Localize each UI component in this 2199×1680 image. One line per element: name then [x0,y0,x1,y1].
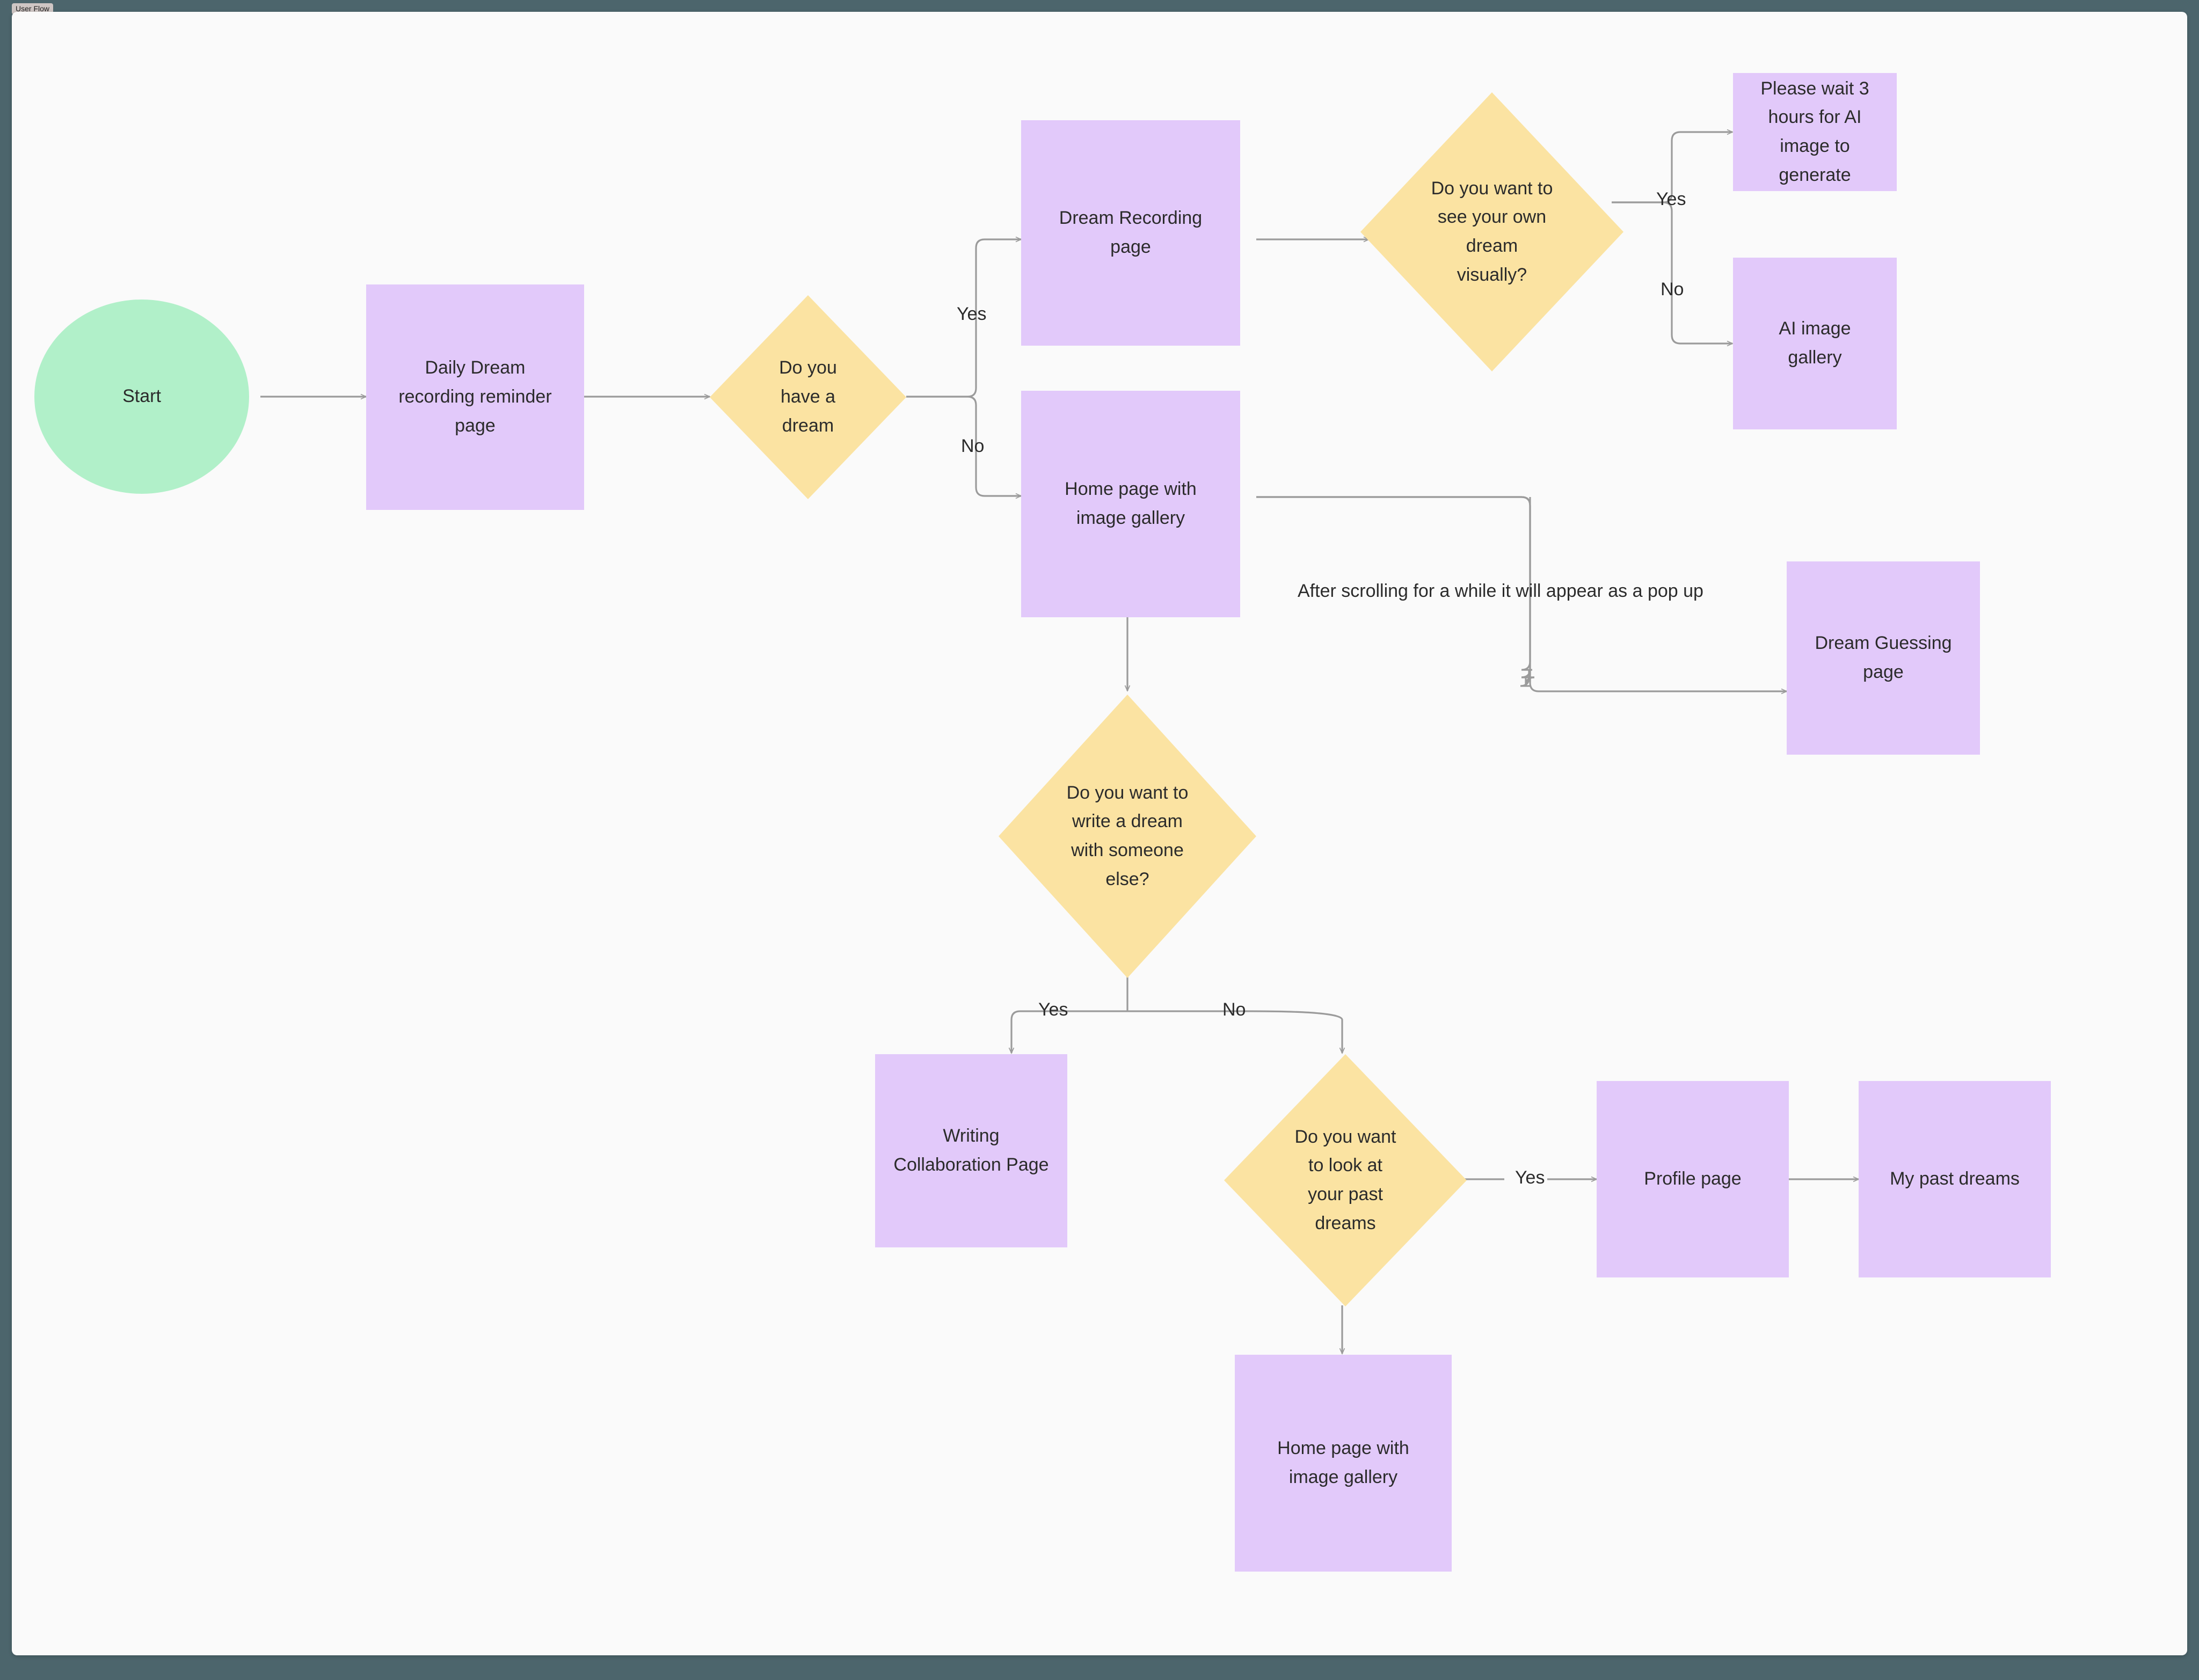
node-dream-recording-page-label: Dream Recording page [1059,208,1203,257]
edge-label-yes-write-someone: Yes [1038,999,1068,1020]
node-daily-dream-reminder[interactable]: Daily Dream recording reminder page [366,284,584,510]
edge-label-yes-past-dreams: Yes [1515,1167,1545,1188]
edge-label-popup-annotation: After scrolling for a while it will appe… [1298,581,1703,601]
node-profile-page[interactable]: Profile page [1597,1081,1789,1277]
node-home-page-gallery-top[interactable]: Home page with image gallery [1021,391,1240,617]
edge-havedream-home1 [906,396,1021,496]
edge-havedream-dreamrec [906,239,1021,398]
edge-label-yes-have-dream: Yes [957,304,987,324]
edge-label-no-have-dream: No [961,436,985,456]
node-have-dream-label: Do you have a dream [779,357,837,436]
tab-user-flow[interactable]: User Flow [12,3,54,14]
node-home-page-gallery-top-label: Home page with image gallery [1065,479,1197,528]
node-dream-guessing-page[interactable]: Dream Guessing page [1787,561,1980,755]
connector-layer [260,12,2187,1655]
node-please-wait-3-hours[interactable]: Please wait 3 hours for AI image to gene… [1733,73,1897,191]
node-writing-collaboration-page-label: Writing Collaboration Page [893,1126,1049,1175]
node-write-with-someone-label: Do you want to write a dream with someon… [1066,782,1189,889]
node-daily-dream-reminder-label: Daily Dream recording reminder page [398,357,552,436]
node-writing-collaboration-page[interactable]: Writing Collaboration Page [875,1054,1067,1247]
node-home-page-gallery-bottom[interactable]: Home page with image gallery [1235,1355,1452,1572]
node-dream-recording-page[interactable]: Dream Recording page [1021,120,1240,346]
edge-label-yes-see-visually: Yes [1656,189,1686,209]
edge-seevisually-aigallery [1612,201,1732,344]
edge-label-no-write-someone: No [1222,999,1246,1020]
node-look-past-dreams-label: Do you want to look at your past dreams [1294,1126,1396,1233]
edge-writesomeone-no-down [1251,1010,1342,1053]
flowchart-canvas[interactable]: Start Daily Dream recording reminder pag… [12,12,2187,1655]
node-my-past-dreams[interactable]: My past dreams [1859,1081,2051,1277]
node-start[interactable]: Start [34,300,249,494]
node-please-wait-3-hours-label: Please wait 3 hours for AI image to gene… [1760,78,1869,185]
edge-seevisually-wait3 [1612,132,1732,203]
edge-home1-guess-final [1529,669,1787,691]
node-dream-guessing-page-label: Dream Guessing page [1815,633,1952,682]
node-profile-page-label: Profile page [1644,1168,1742,1189]
node-ai-image-gallery-label: AI image gallery [1779,318,1851,368]
node-home-page-gallery-bottom-label: Home page with image gallery [1277,1438,1409,1487]
node-start-label: Start [122,386,161,407]
node-see-dream-visually-label: Do you want to see your own dream visual… [1431,178,1553,285]
node-ai-image-gallery[interactable]: AI image gallery [1733,258,1897,429]
edge-label-no-see-visually: No [1661,279,1684,300]
node-my-past-dreams-label: My past dreams [1890,1168,2020,1189]
edge-writesomeone-yes-down [1011,1010,1021,1053]
